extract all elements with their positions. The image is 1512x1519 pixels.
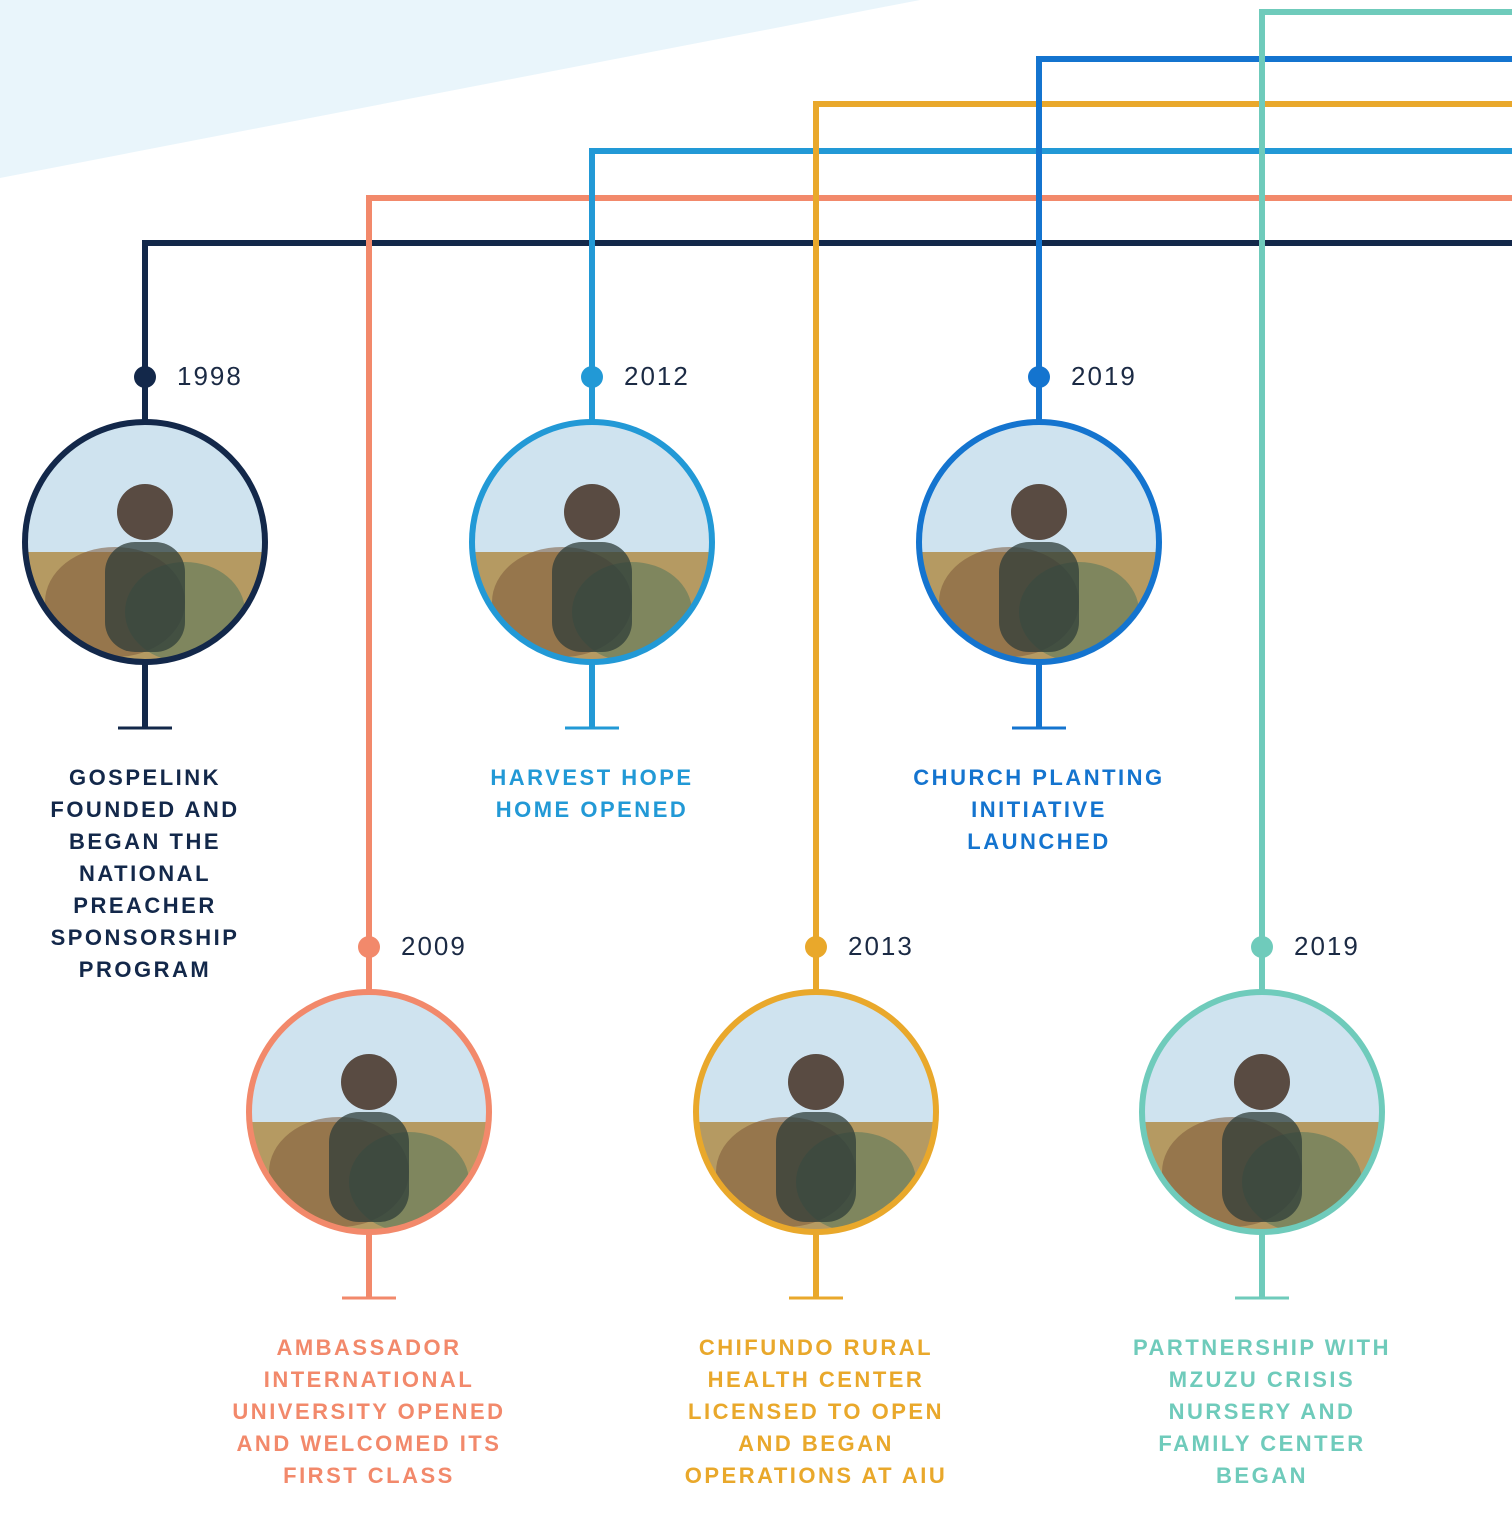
connector-line-mzuzu [1259, 9, 1512, 1298]
year-dot-gospelink [134, 366, 156, 388]
year-dot-aiu [358, 936, 380, 958]
smiling-girl-photo [469, 419, 715, 665]
photo-ring-harvest-hope [469, 419, 715, 665]
photo-ring-church-planting [916, 419, 1162, 665]
milestone-year-aiu: 2009 [401, 931, 467, 961]
congregation-photo [916, 419, 1162, 665]
photo-ring-gospelink [22, 419, 268, 665]
preacher-outdoor-gathering-photo [22, 419, 268, 665]
connector-line-aiu [366, 195, 1512, 1298]
health-center-building-photo [693, 989, 939, 1235]
photo-ring-aiu [246, 989, 492, 1235]
milestone-caption-mzuzu: PARTNERSHIP WITH MZUZU CRISIS NURSERY AN… [1133, 1335, 1391, 1488]
milestone-caption-aiu: AMBASSADOR INTERNATIONAL UNIVERSITY OPEN… [232, 1335, 506, 1488]
milestone-year-gospelink: 1998 [177, 361, 243, 391]
milestone-year-church-planting: 2019 [1071, 361, 1137, 391]
graduates-photo [246, 989, 492, 1235]
milestone-caption-church-planting: CHURCH PLANTING INITIATIVE LAUNCHED [913, 765, 1165, 854]
year-dot-church-planting [1028, 366, 1050, 388]
milestone-year-chifundo: 2013 [848, 931, 914, 961]
milestone-caption-harvest-hope: HARVEST HOPE HOME OPENED [490, 765, 694, 822]
laughing-toddler-photo [1139, 989, 1385, 1235]
milestone-year-mzuzu: 2019 [1294, 931, 1360, 961]
year-dot-harvest-hope [581, 366, 603, 388]
milestone-year-harvest-hope: 2012 [624, 361, 690, 391]
milestone-caption-gospelink: GOSPELINK FOUNDED AND BEGAN THE NATIONAL… [50, 765, 240, 982]
photo-ring-chifundo [693, 989, 939, 1235]
header-band-shape [0, 0, 920, 178]
milestone-caption-chifundo: CHIFUNDO RURAL HEALTH CENTER LICENSED TO… [684, 1335, 948, 1488]
year-dot-mzuzu [1251, 936, 1273, 958]
photo-ring-mzuzu [1139, 989, 1385, 1235]
connector-line-chifundo [813, 101, 1512, 1298]
year-dot-chifundo [805, 936, 827, 958]
